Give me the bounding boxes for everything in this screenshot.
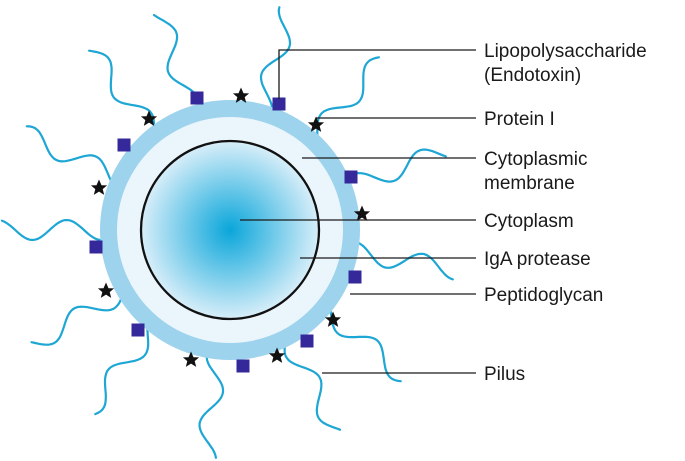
label-cytoplasmic: Cytoplasmic <box>484 149 587 170</box>
label-endotoxin: (Endotoxin) <box>484 65 581 86</box>
pilus-line <box>325 297 402 383</box>
protein-i-star <box>97 282 115 298</box>
pilus-line <box>88 49 155 142</box>
lipopolysaccharide-marker <box>131 323 145 337</box>
lipopolysaccharide-marker <box>236 359 250 373</box>
lipopolysaccharide-marker <box>348 270 362 284</box>
pilus-line <box>0 219 114 242</box>
lipopolysaccharide-marker <box>300 334 314 348</box>
pilus-line <box>314 56 380 150</box>
leader-lines <box>240 49 476 374</box>
pilus-line <box>283 331 342 431</box>
pilus-line <box>94 315 151 416</box>
label-peptidoglycan: Peptidoglycan <box>484 285 603 306</box>
pilus-line <box>259 6 292 120</box>
surface-markers-group <box>89 87 371 373</box>
lipopolysaccharide-marker <box>272 97 286 111</box>
lipopolysaccharide-marker <box>89 240 103 254</box>
lipopolysaccharide-marker <box>117 138 131 152</box>
pilus-line <box>30 284 127 346</box>
label-protein-i: Protein I <box>484 109 555 130</box>
pilus-line <box>346 240 454 281</box>
label-iga-protease: IgA protease <box>484 249 591 270</box>
lipopolysaccharide-marker <box>190 91 204 105</box>
label-lipopolysaccharide: Lipopolysaccharide <box>484 41 647 62</box>
pilus-line <box>340 148 447 193</box>
labels: Lipopolysaccharide (Endotoxin) Protein I… <box>484 41 647 385</box>
cytoplasm <box>139 139 321 321</box>
lipopolysaccharide-marker <box>344 170 358 184</box>
pilus-line <box>198 345 225 459</box>
label-membrane: membrane <box>484 173 575 194</box>
pilus-line <box>25 125 120 191</box>
protein-i-star <box>90 179 108 195</box>
label-pilus: Pilus <box>484 364 525 385</box>
lps-leader-line <box>278 49 476 99</box>
label-cytoplasm: Cytoplasm <box>484 211 574 232</box>
